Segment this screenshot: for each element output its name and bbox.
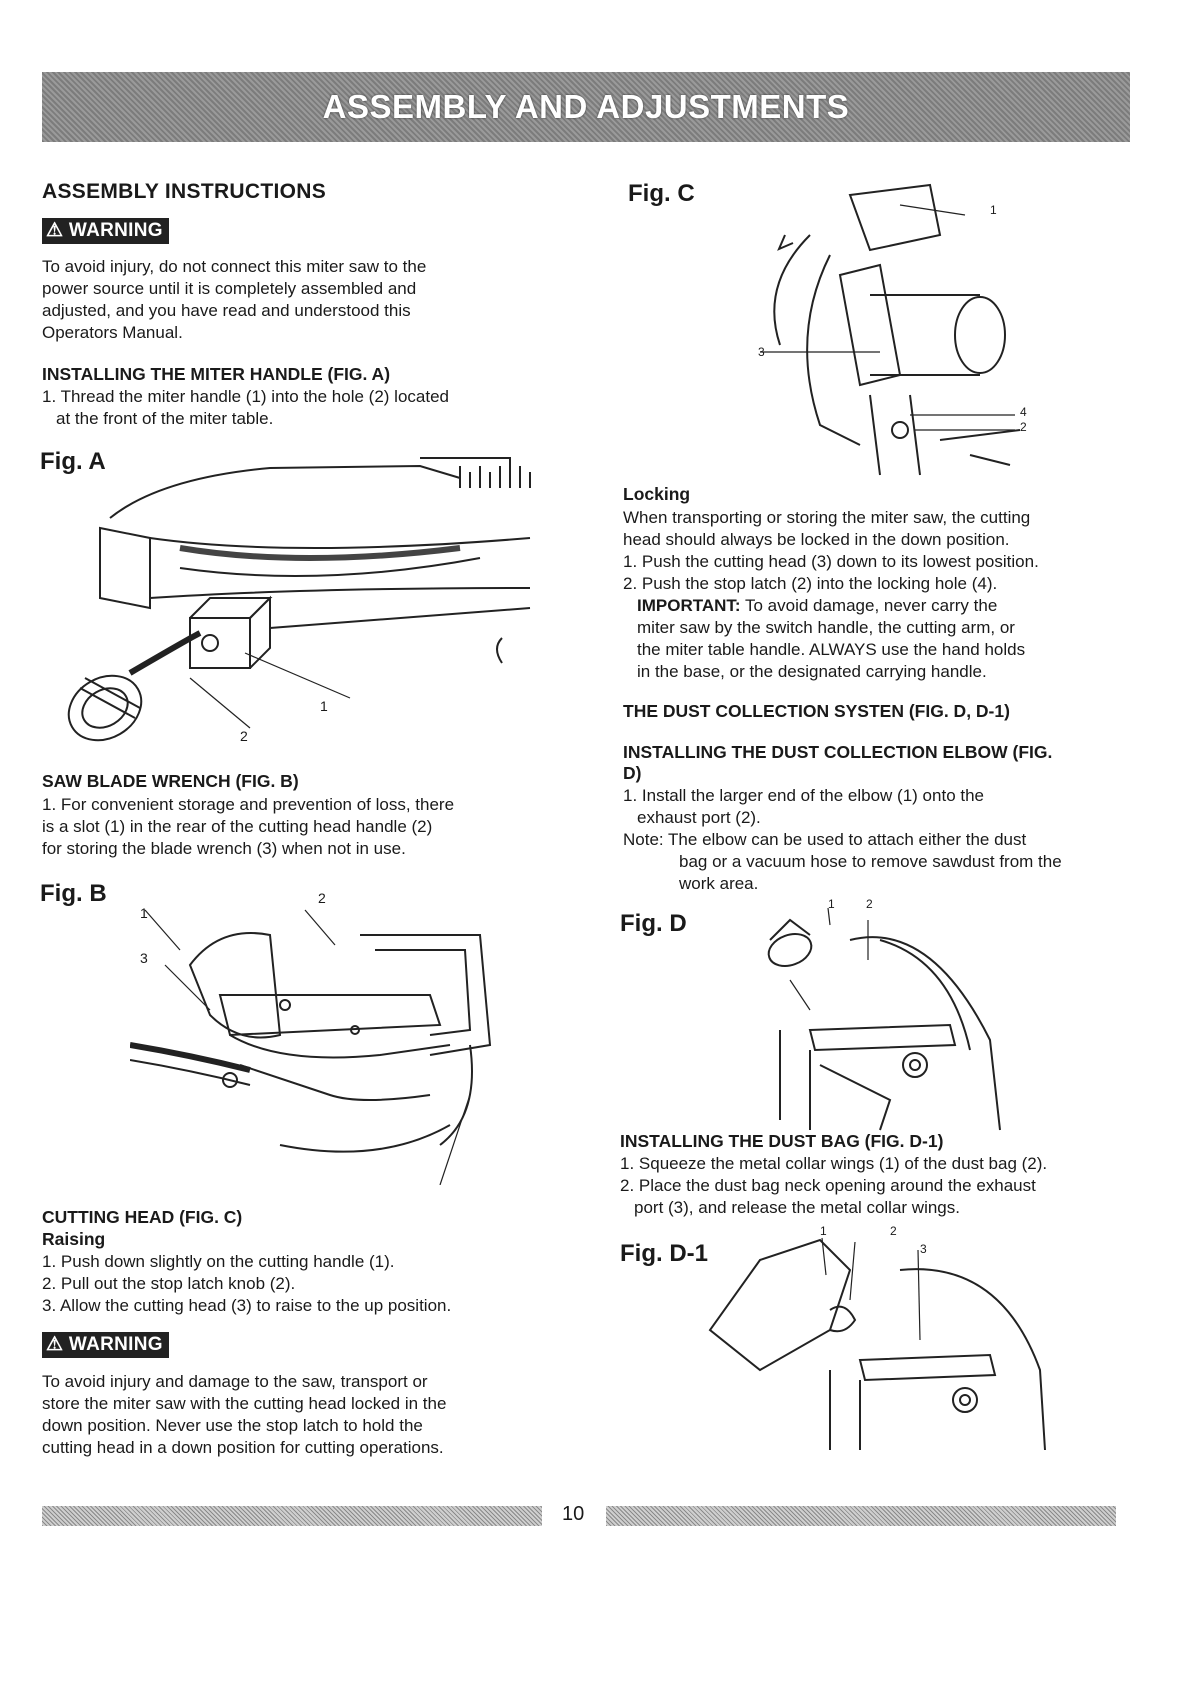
- fig-d1-illustration: [708, 1237, 1046, 1450]
- fig-a-callout-2: 2: [240, 728, 248, 744]
- saw-blade-wrench-heading: SAW BLADE WRENCH (FIG. B): [42, 771, 299, 791]
- raising-subheading: Raising: [42, 1229, 106, 1249]
- fig-b-callout-1: 1: [140, 905, 148, 921]
- fig-d-illustration: [767, 907, 1001, 1131]
- fig-d1-callout-1: 1: [820, 1224, 827, 1238]
- fig-c-callout-2: 2: [1020, 420, 1027, 434]
- fig-a-callout-1: 1: [320, 698, 328, 714]
- page-number: 10: [562, 1503, 585, 1525]
- locking-text: When transporting or storing the miter s…: [623, 508, 1039, 681]
- fig-b-callout-3: 3: [140, 950, 148, 966]
- saw-blade-wrench-text: 1. For convenient storage and prevention…: [42, 795, 455, 858]
- fig-a-label: Fig. A: [40, 448, 106, 475]
- banner-title: ASSEMBLY AND ADJUSTMENTS: [322, 88, 850, 125]
- footer-bar-right: [606, 1506, 1116, 1526]
- fig-c-label: Fig. C: [628, 180, 695, 207]
- assembly-instructions-heading: ASSEMBLY INSTRUCTIONS: [42, 180, 327, 203]
- fig-d1-callout-3: 3: [920, 1242, 927, 1256]
- fig-d-label: Fig. D: [620, 910, 687, 937]
- fig-b-illustration: [130, 909, 492, 1185]
- raising-steps: 1. Push down slightly on the cutting han…: [42, 1252, 452, 1315]
- dust-collection-heading: THE DUST COLLECTION SYSTEN (FIG. D, D-1): [623, 701, 1010, 721]
- fig-d-callout-2: 2: [866, 897, 873, 911]
- fig-d1-label: Fig. D-1: [620, 1240, 708, 1267]
- fig-c-callout-1: 1: [990, 203, 997, 217]
- footer-bar-left: [42, 1506, 542, 1526]
- fig-c-illustration: [760, 183, 1021, 476]
- warning-badge-2: ⚠ WARNING: [42, 1332, 169, 1358]
- fig-d1-callout-2: 2: [890, 1224, 897, 1238]
- dust-bag-heading: INSTALLING THE DUST BAG (FIG. D-1): [620, 1131, 944, 1151]
- miter-handle-steps: 1. Thread the miter handle (1) into the …: [42, 387, 449, 428]
- warning-text-2: To avoid injury and damage to the saw, t…: [42, 1372, 447, 1457]
- fig-c-callout-4: 4: [1020, 405, 1027, 419]
- fig-b-label: Fig. B: [40, 880, 107, 907]
- section-banner: ASSEMBLY AND ADJUSTMENTS: [42, 72, 1130, 142]
- important-label: IMPORTANT:: [637, 596, 741, 615]
- dust-elbow-heading: INSTALLING THE DUST COLLECTION ELBOW (FI…: [623, 742, 1053, 783]
- cutting-head-heading: CUTTING HEAD (FIG. C): [42, 1207, 243, 1227]
- warning-text: To avoid injury, do not connect this mit…: [42, 257, 427, 342]
- dust-elbow-steps: 1. Install the larger end of the elbow (…: [623, 786, 1062, 893]
- locking-heading: Locking: [623, 484, 691, 504]
- fig-a-illustration: [67, 457, 531, 742]
- miter-handle-heading: INSTALLING THE MITER HANDLE (FIG. A): [42, 364, 391, 384]
- fig-c-callout-3: 3: [758, 345, 765, 359]
- dust-bag-steps: 1. Squeeze the metal collar wings (1) of…: [620, 1154, 1048, 1217]
- fig-d-callout-1: 1: [828, 897, 835, 911]
- fig-b-callout-2: 2: [318, 890, 326, 906]
- warning-badge: ⚠ WARNING: [42, 218, 169, 244]
